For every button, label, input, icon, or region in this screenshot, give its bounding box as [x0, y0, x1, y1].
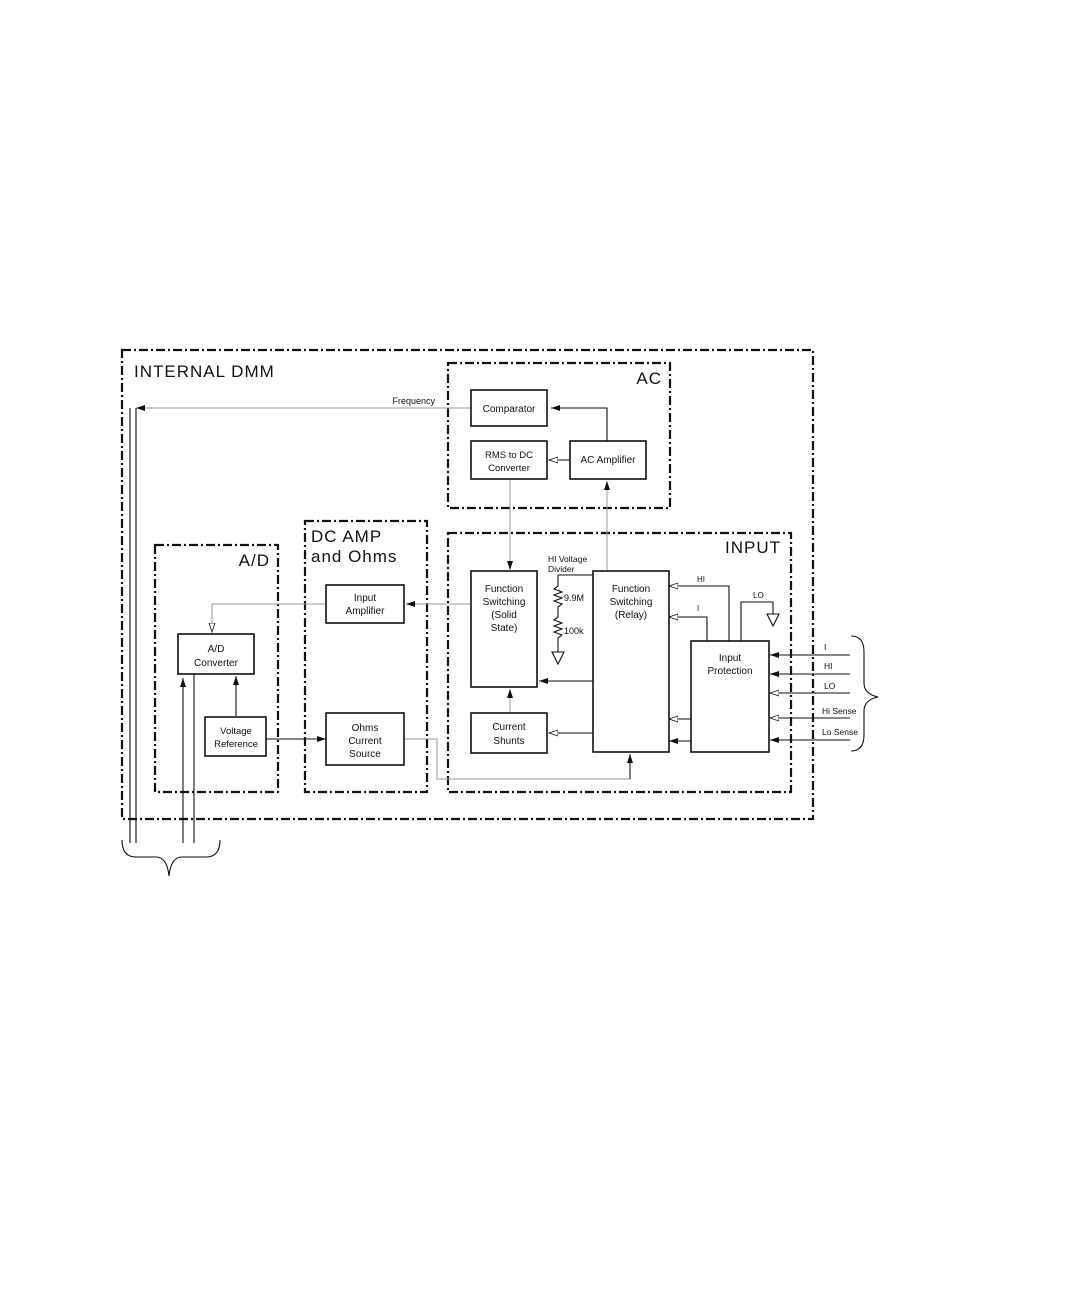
internal-dmm-title: INTERNAL DMM [134, 362, 275, 381]
frequency-label: Frequency [392, 396, 435, 406]
svg-text:Current: Current [492, 722, 526, 733]
ohms-current-source-block: Ohms Current Source [325, 712, 405, 766]
internal-dmm-frame [120, 348, 815, 821]
svg-text:Amplifier: Amplifier [346, 606, 386, 617]
ad-frame [153, 543, 280, 794]
svg-text:Switching: Switching [610, 597, 653, 608]
input-amplifier-block: Input Amplifier [325, 584, 405, 624]
function-switching-relay-block: Function Switching (Relay) [592, 570, 670, 753]
svg-text:Source: Source [349, 749, 381, 760]
ac-title: AC [636, 369, 662, 388]
svg-text:Input: Input [354, 593, 376, 604]
svg-text:Converter: Converter [194, 658, 239, 669]
hi-voltage-divider-line2: Divider [548, 564, 575, 574]
terminal-i-label: I [824, 642, 826, 652]
svg-text:AC Amplifier: AC Amplifier [580, 455, 636, 466]
svg-text:Function: Function [485, 584, 523, 595]
input-frame [446, 531, 793, 794]
output-bus-brace [121, 839, 221, 877]
terminal-lo-sense-label: Lo Sense [822, 727, 858, 737]
svg-text:Switching: Switching [483, 597, 526, 608]
input-terminals-brace [850, 635, 879, 752]
terminal-lo-label: LO [824, 681, 836, 691]
svg-text:Comparator: Comparator [483, 404, 536, 415]
svg-text:Voltage: Voltage [220, 726, 252, 737]
current-shunts-block: Current Shunts [470, 712, 548, 754]
svg-text:(Solid: (Solid [491, 610, 517, 621]
resistor-divider [552, 575, 564, 652]
svg-text:Reference: Reference [214, 739, 258, 750]
svg-text:(Relay): (Relay) [615, 610, 647, 621]
dc-amp-title-line1: DC AMP [311, 527, 382, 546]
relay-hi-label: HI [697, 575, 705, 584]
svg-text:Function: Function [612, 584, 650, 595]
ground-divider-icon [551, 651, 565, 666]
svg-text:Protection: Protection [707, 666, 752, 677]
voltage-reference-block: Voltage Reference [204, 716, 267, 757]
lo-internal-label: LO [753, 591, 764, 600]
ac-frame [446, 361, 672, 510]
resistor-9-9m-label: 9.9M [564, 593, 584, 603]
ad-title: A/D [239, 551, 270, 570]
svg-text:State): State) [491, 623, 518, 634]
input-title: INPUT [725, 538, 781, 557]
svg-text:Current: Current [348, 736, 382, 747]
resistor-100k-label: 100k [564, 626, 584, 636]
dc-amp-title-line2: and Ohms [311, 547, 397, 566]
ground-lo-icon [766, 613, 780, 628]
ac-amplifier-block: AC Amplifier [569, 440, 647, 480]
svg-text:Ohms: Ohms [352, 723, 379, 734]
terminal-hi-sense-label: Hi Sense [822, 706, 857, 716]
comparator-block: Comparator [470, 389, 548, 427]
input-protection-block: Input Protection [690, 640, 770, 753]
hi-voltage-divider-line1: HI Voltage [548, 554, 587, 564]
rms-to-dc-converter-block: RMS to DC Converter [470, 440, 548, 480]
relay-i-label: I [697, 604, 699, 613]
function-switching-solid-state-block: Function Switching (Solid State) [470, 570, 538, 688]
svg-text:Shunts: Shunts [493, 736, 524, 747]
svg-text:A/D: A/D [208, 644, 225, 655]
terminal-hi-label: HI [824, 661, 833, 671]
svg-text:RMS to DC: RMS to DC [485, 450, 533, 461]
svg-text:Converter: Converter [488, 463, 530, 474]
ad-converter-block: A/D Converter [177, 633, 255, 675]
dc-amp-frame [303, 519, 429, 794]
svg-text:Input: Input [719, 653, 741, 664]
